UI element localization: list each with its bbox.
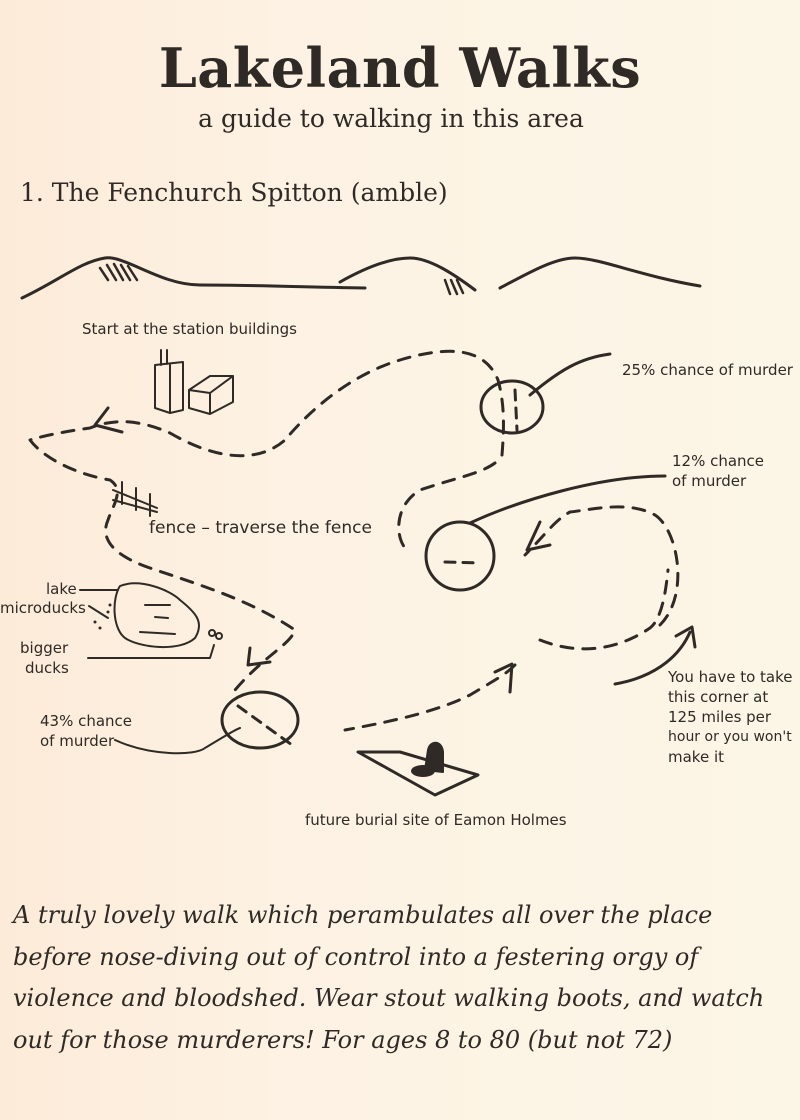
murder-spot: [479, 379, 545, 435]
hill-line-right: [498, 256, 702, 290]
callout-line: [468, 474, 667, 525]
label-bigger-ducks-line1: bigger: [20, 639, 69, 657]
label-lake: lake: [46, 580, 77, 598]
lake: [113, 582, 200, 649]
label-murder-12-line1: 12% chance: [672, 452, 765, 470]
callout-line: [87, 644, 215, 659]
route-arrow: [493, 662, 514, 694]
label-microducks: microducks: [0, 599, 86, 617]
microduck: [98, 626, 102, 630]
callout-line: [88, 605, 109, 619]
label-murder-43-line2: of murder: [40, 732, 115, 750]
label-fence: fence – traverse the fence: [149, 518, 372, 538]
walking-route: [538, 568, 670, 651]
station-house: [188, 375, 234, 415]
walk-map: [20, 256, 702, 797]
label-bigger-ducks-line2: ducks: [25, 659, 69, 677]
microduck: [108, 603, 112, 607]
murder-spot: [424, 520, 496, 592]
station-tower: [154, 349, 184, 414]
label-corner-line4: hour or you won't: [668, 729, 792, 745]
label-corner-line3: 125 miles per: [668, 708, 772, 726]
callout-line: [114, 727, 241, 755]
label-murder-25: 25% chance of murder: [622, 361, 793, 379]
section-heading: 1. The Fenchurch Spitton (amble): [20, 178, 448, 207]
fence: [112, 481, 158, 517]
page-title: Lakeland Walks: [158, 36, 642, 100]
hill-line-left: [20, 256, 367, 300]
route-arrow: [613, 630, 692, 686]
route-arrow: [525, 520, 552, 552]
bigger-duck: [215, 632, 223, 640]
grave-mound: [411, 765, 435, 777]
route-arrow: [246, 646, 272, 667]
label-start: Start at the station buildings: [82, 320, 297, 338]
hill-hatch: [443, 278, 465, 296]
bigger-duck: [208, 629, 216, 637]
route-arrow: [93, 406, 124, 434]
murder-spot-mark: [513, 388, 519, 432]
page-subtitle: a guide to walking in this area: [198, 104, 584, 133]
hill-line-middle: [338, 256, 477, 292]
lake-ripples: [139, 604, 176, 635]
route-arrow: [674, 625, 697, 649]
label-murder-43-line1: 43% chance: [40, 712, 133, 730]
microduck: [93, 620, 97, 624]
hill-hatch: [98, 262, 139, 282]
walking-route: [28, 349, 680, 732]
callout-line: [528, 352, 612, 397]
microduck: [106, 610, 110, 614]
murder-spot-mark: [236, 704, 294, 747]
burial-site-ground: [356, 750, 480, 797]
label-corner-line5: make it: [668, 748, 725, 766]
walk-description: A truly lovely walk which perambulates a…: [13, 901, 765, 1054]
label-burial-site: future burial site of Eamon Holmes: [305, 811, 567, 829]
label-corner-line2: this corner at: [668, 688, 769, 706]
murder-spot-mark: [443, 560, 482, 565]
label-murder-12-line2: of murder: [672, 472, 747, 490]
label-corner-line1: You have to take: [668, 668, 793, 686]
gravestone: [424, 741, 444, 773]
murder-spot: [220, 690, 300, 750]
